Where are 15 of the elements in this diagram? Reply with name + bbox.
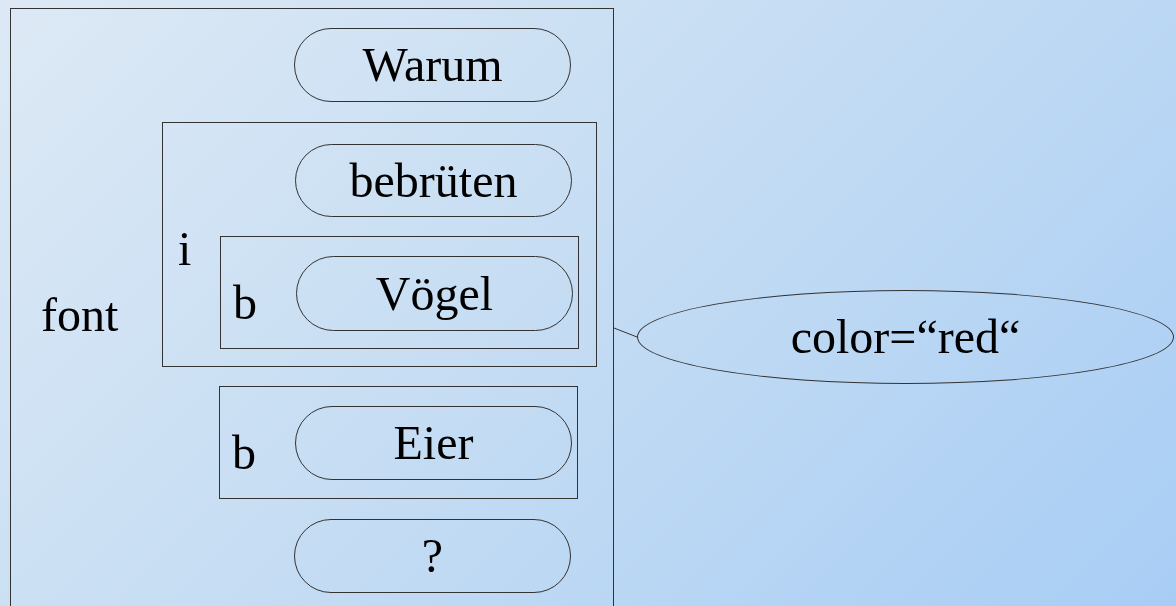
node-label: ? [421, 532, 444, 580]
outline-box [220, 236, 579, 349]
element-tag: i [178, 225, 192, 273]
node-label: Eier [393, 419, 474, 467]
node-label: Warum [362, 41, 503, 89]
outline-box [10, 8, 614, 606]
connector-line [613, 327, 638, 338]
node-label: bebrüten [349, 156, 518, 205]
outline-box [162, 122, 597, 367]
node-label: Vögel [375, 269, 494, 318]
element-tag: font [41, 291, 119, 339]
node-label: color=“red“ [790, 313, 1021, 361]
element-tag: b [232, 429, 256, 477]
outline-box [219, 386, 578, 499]
element-tag: b [233, 279, 257, 327]
